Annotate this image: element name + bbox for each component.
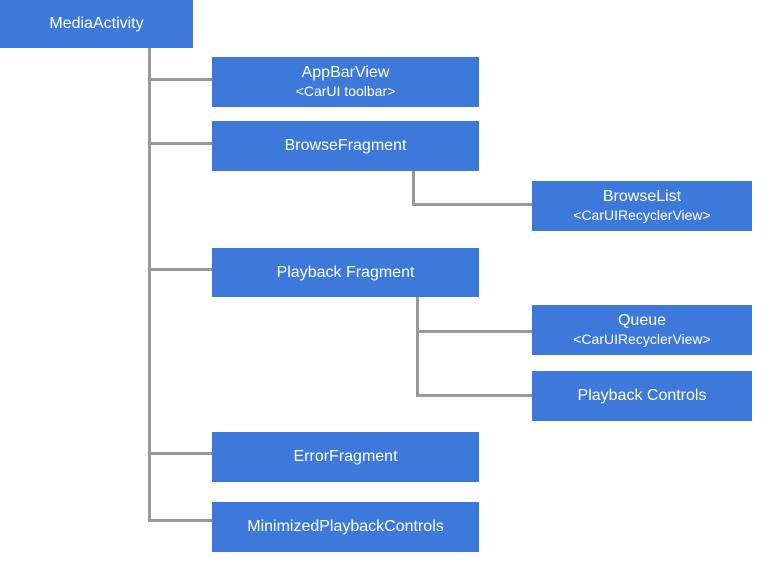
node-browse-fragment: BrowseFragment [212,121,479,171]
node-label: Playback Fragment [276,263,415,281]
connector-browsefragment-vertical [412,171,415,206]
connector-to-browsefragment [148,142,212,145]
node-sublabel: <CarUIRecyclerView> [573,331,711,348]
connector-to-appbarview [148,78,212,81]
connector-to-playbackcontrols [416,394,532,397]
node-playback-controls: Playback Controls [532,371,752,421]
node-label: Queue [617,312,667,330]
node-sublabel: <CarUI toolbar> [295,83,396,100]
connector-trunk-vertical [148,47,151,522]
node-label: MediaActivity [49,15,144,32]
connector-to-errorfragment [148,452,212,455]
connector-to-playbackfragment [148,268,212,271]
node-sublabel: <CarUIRecyclerView> [573,207,711,224]
node-error-fragment: ErrorFragment [212,432,479,482]
node-playback-fragment: Playback Fragment [212,248,479,297]
connector-to-browselist [412,203,532,206]
node-browse-list: BrowseList <CarUIRecyclerView> [532,181,752,231]
connector-to-minimizedplaybackcontrols [148,519,212,522]
node-label: AppBarView [301,64,390,82]
node-queue: Queue <CarUIRecyclerView> [532,305,752,355]
node-label: ErrorFragment [293,448,398,465]
connector-to-queue [416,330,532,333]
node-minimized-playback-controls: MinimizedPlaybackControls [212,502,479,552]
node-label: BrowseFragment [284,137,407,154]
node-label: MinimizedPlaybackControls [247,518,444,535]
connector-playbackfragment-vertical [416,297,419,397]
node-media-activity: MediaActivity [0,0,193,48]
node-label: Playback Controls [577,387,707,404]
node-app-bar-view: AppBarView <CarUI toolbar> [212,57,479,107]
node-label: BrowseList [602,188,682,206]
